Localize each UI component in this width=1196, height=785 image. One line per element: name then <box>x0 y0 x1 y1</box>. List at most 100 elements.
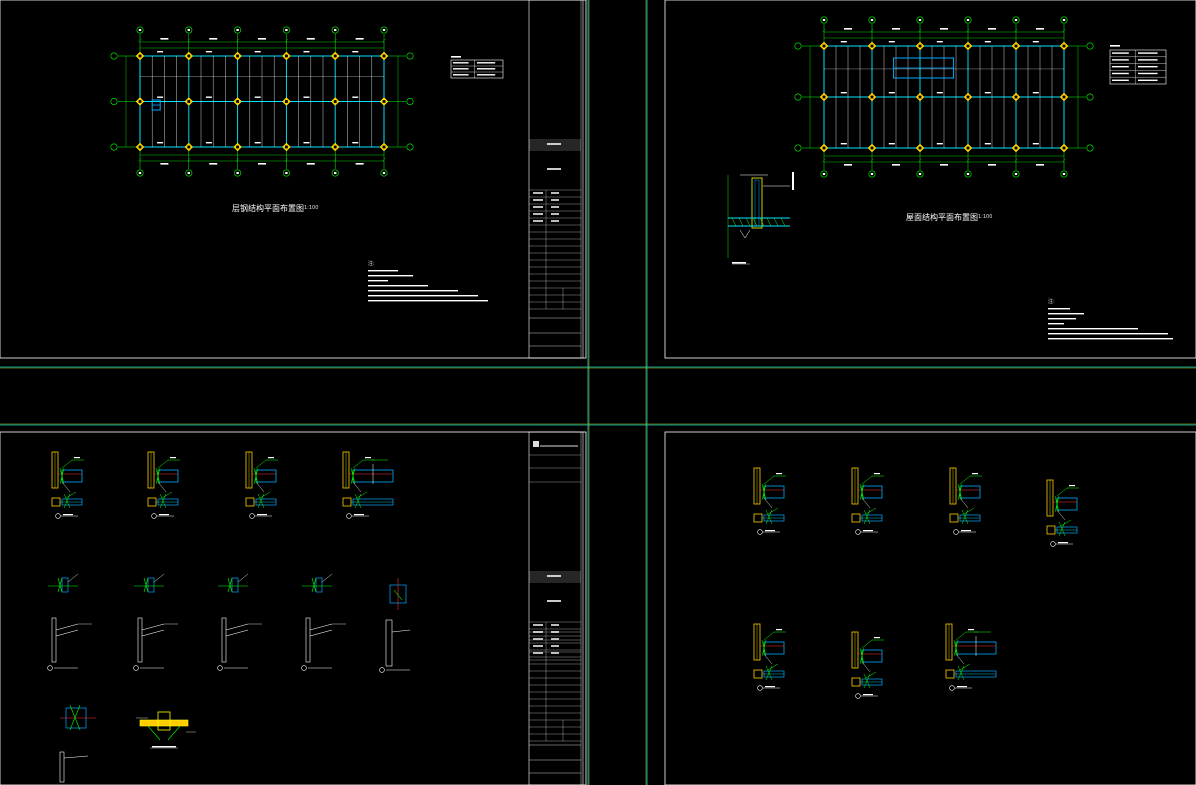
title-block-bottom-left-label <box>547 575 561 577</box>
notes-header-right: 注: <box>1048 299 1055 305</box>
note-line <box>368 280 388 282</box>
brace-diagonal <box>309 623 333 631</box>
beam-tag <box>1032 41 1039 43</box>
joint-tag <box>874 473 880 475</box>
section-truss <box>759 217 765 227</box>
brace-weld <box>227 577 233 593</box>
dim-tick <box>966 28 970 33</box>
notes-left <box>368 270 488 302</box>
joint-leader <box>861 475 873 485</box>
legend-left-title <box>451 56 461 58</box>
notes-right <box>1048 308 1173 340</box>
axis-bubble-text <box>334 29 337 31</box>
beam-tag <box>840 143 847 145</box>
joint-label-bubble <box>151 513 157 519</box>
legend-right-cell-text <box>1138 72 1158 75</box>
title-block-bottom-left-label <box>547 600 561 602</box>
beam-tag <box>303 142 310 144</box>
joint-beam <box>763 485 785 499</box>
axis-bubble-top <box>380 26 388 34</box>
joint-label-text <box>354 514 364 516</box>
column-core <box>918 146 922 150</box>
detail-bl-2 <box>245 451 278 519</box>
legend-left <box>450 59 504 79</box>
axis-bubble-top <box>282 26 290 34</box>
beam-tag <box>888 92 895 94</box>
detail-br-1 <box>851 467 884 535</box>
column-core <box>382 54 386 58</box>
joint-weld <box>761 483 767 501</box>
section-truss <box>752 217 758 227</box>
detail-bl-row3 <box>59 704 196 783</box>
column-core <box>1014 146 1018 150</box>
joint-label-text <box>63 514 73 516</box>
brace-diagonal <box>225 623 249 631</box>
joint-label-bubble <box>346 513 352 519</box>
detail-br-r2-1 <box>851 631 884 699</box>
joint-leader <box>352 459 364 469</box>
legend-left-cell-text <box>453 74 469 76</box>
dim-tick <box>870 28 874 33</box>
brace-tag-leader <box>67 573 79 583</box>
axis-bubble-text <box>1014 19 1018 21</box>
joint-plan-column <box>753 513 763 523</box>
joint-beam <box>157 469 179 483</box>
axis-bubble-top <box>185 26 193 34</box>
column-core <box>382 145 386 149</box>
joint-label-bubble <box>953 529 959 535</box>
brace-column <box>221 617 227 663</box>
dim-text <box>306 163 315 165</box>
column-core <box>187 145 191 149</box>
brace-beam-stub <box>61 577 69 593</box>
joint-leader <box>959 497 969 509</box>
note-line <box>1048 338 1173 340</box>
joint-plan-column <box>851 513 861 523</box>
axis-bubble-text <box>285 172 288 174</box>
legend-right-cell-text <box>1138 79 1158 81</box>
joint-label-bubble <box>1050 541 1056 547</box>
joint-label-bubble <box>249 513 255 519</box>
detail-br-2 <box>949 467 982 535</box>
axis-bubble-left <box>794 93 802 101</box>
joint-label-text <box>863 530 873 532</box>
dim-text <box>209 38 218 40</box>
title-block-bottom-left-text-block <box>533 652 543 654</box>
axis-bubble-text <box>187 172 190 174</box>
brace-bl-4 <box>379 578 411 673</box>
joint-beam <box>61 469 83 483</box>
details-bottom-right <box>753 467 1079 699</box>
beam-tag <box>984 143 991 145</box>
title-block-bottom-left-text-block <box>551 652 559 654</box>
joint-label-bubble <box>855 693 861 699</box>
joint-leader <box>763 497 773 509</box>
axis-bubble-bottom <box>1060 170 1068 178</box>
joint-tag <box>972 473 978 475</box>
beam-tag <box>936 92 943 94</box>
joint-beam <box>959 485 981 499</box>
column-core <box>1014 44 1018 48</box>
title-block-top-left-text-block <box>533 206 543 208</box>
column-core <box>966 44 970 48</box>
joint-tag <box>365 457 371 459</box>
brace-weld <box>311 577 317 593</box>
note-line <box>368 290 458 292</box>
dim-tick <box>382 157 386 162</box>
title-block-bottom-left-text-block <box>533 624 543 626</box>
column-core <box>822 146 826 150</box>
base-anchor <box>167 725 181 741</box>
axis-bubble-right <box>1086 42 1094 50</box>
brace-bl-2 <box>217 573 262 671</box>
dim-tick <box>235 157 240 162</box>
joint-leader <box>1056 509 1066 521</box>
row3-col <box>59 751 65 783</box>
legend-left-cell-text <box>477 62 496 64</box>
tb-logo <box>533 441 539 447</box>
legend-right-cell-text <box>1138 59 1158 61</box>
axis-bubble-top <box>1012 16 1020 24</box>
plan-scale-level: 1:100 <box>304 205 319 211</box>
joint-weld <box>761 639 767 657</box>
title-block-top-left-text-block <box>533 220 543 222</box>
section-caption <box>732 262 746 264</box>
